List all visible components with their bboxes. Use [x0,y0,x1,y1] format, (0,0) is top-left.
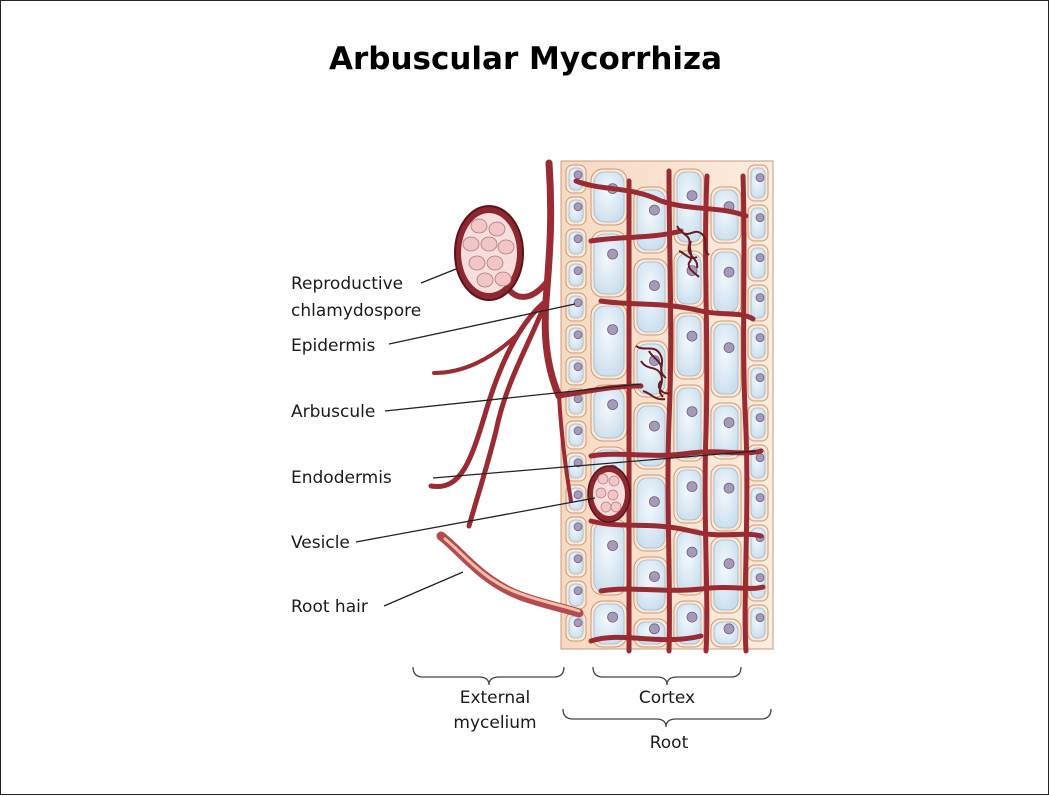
label-cortex: Cortex [639,688,695,708]
cortex-cell [591,303,627,379]
cortex-cell [711,249,741,315]
cortex-cell [711,321,741,397]
epidermis-cell [566,613,586,641]
label-root: Root [650,733,689,753]
epidermis-cell [566,421,586,449]
endodermis-cell [748,405,768,441]
epidermis-cell [566,229,586,257]
bracket-labels: External mycelium Cortex Root [453,688,695,753]
vesicle-ball [608,490,618,500]
label-external: External [460,688,531,708]
cortex-cell [634,259,668,335]
spore-ball [469,256,485,270]
epidermis-cell [566,581,586,609]
cortex-cell [674,251,704,307]
chlamydospore [455,206,523,300]
label-mycelium: mycelium [453,713,536,733]
cortex-cell [674,313,704,379]
spore-ball [463,237,479,251]
cortex-cell [634,475,668,551]
label-epidermis: Epidermis [291,336,375,356]
bracket-cortex [593,667,741,685]
spore-ball [487,256,503,270]
vesicle-ball [611,502,621,512]
spore-ball [471,219,487,233]
cortex-cell [591,519,627,595]
labels: Reproductive chlamydospore Epidermis Arb… [291,274,421,617]
cortex-cell [634,619,668,647]
label-chlamydospore: chlamydospore [291,301,421,321]
endodermis-cell [748,605,768,641]
cortex-cell [711,465,741,531]
endodermis-cell [748,525,768,561]
epidermis-cell [566,517,586,545]
cortex-cell [711,537,741,613]
vesicle-ball [609,476,619,486]
endodermis-cell [748,565,768,601]
endodermis-cell [748,365,768,401]
spore-ball [477,273,493,287]
cortex-cell [591,385,627,441]
epidermis-cell [566,325,586,353]
cortex-cell [591,169,627,225]
bracket-root [563,709,771,727]
vesicle-ball [601,502,611,512]
cortex-cell [711,619,741,647]
vesicle-ball [596,488,606,498]
cortex-cell [674,385,704,461]
endodermis-cell [748,165,768,201]
epidermis-cell [566,261,586,289]
spore-ball [489,222,505,236]
epidermis-cell [566,197,586,225]
vesicle [588,466,630,522]
endodermis-cell [748,205,768,241]
endodermis-cell [748,325,768,361]
label-arbuscule: Arbuscule [291,402,375,422]
cortex-cell [674,529,704,595]
spore-ball [481,237,497,251]
cortex-cell [634,557,668,613]
epidermis-cell [566,357,586,385]
endodermis-cell [748,485,768,521]
vesicle-ball [598,474,608,484]
label-root-hair: Root hair [291,597,368,617]
epidermis-cell [566,293,586,321]
epidermis-cell [566,549,586,577]
cortex-cell [674,467,704,523]
endodermis-cell [748,245,768,281]
spore-ball [498,240,514,254]
label-vesicle: Vesicle [291,533,350,553]
spore-ball [495,272,511,286]
bracket-external-mycelium [413,667,564,685]
label-reproductive: Reproductive [291,274,403,294]
label-endodermis: Endodermis [291,468,392,488]
